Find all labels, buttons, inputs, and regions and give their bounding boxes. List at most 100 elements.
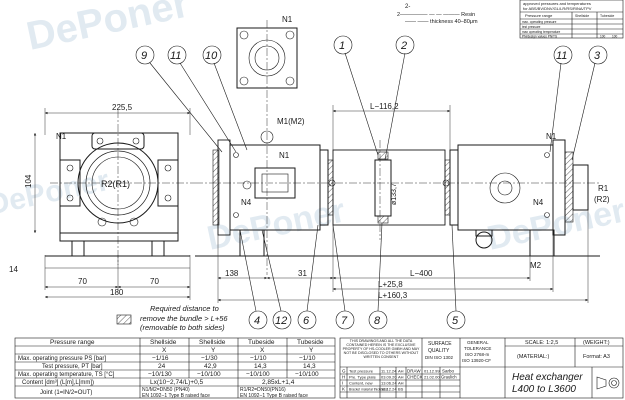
table-sub-shell-x: X [162,347,167,354]
dimensions-left [33,108,191,300]
table-row: K Bracket material thickness 18.12.24 BS [342,387,404,392]
svg-text:Pressure range: Pressure range [525,13,553,18]
svg-text:Max. operating pressure PS [ba: Max. operating pressure PS [bar] [18,356,106,362]
svg-text:Lx(10−2,74/L)+0,5: Lx(10−2,74/L)+0,5 [150,379,204,386]
joint-shell-text-1: N1/M2=DN50 (PN40) [142,387,190,393]
drawing-title: Heat exchanger L400 to L3600 [512,372,583,395]
table-header-shell-x: Shellside [150,339,177,346]
svg-text:H: H [342,375,345,380]
nozzle-r2r1-label: R2(R1) [101,179,130,189]
svg-text:BS: BS [398,387,404,392]
svg-text:max. operating pressure: max. operating pressure [522,20,557,24]
table-sub-tube-y: Y [309,347,314,354]
svg-text:14,3: 14,3 [303,363,316,370]
svg-text:7: 7 [341,315,348,327]
disclaimer: THIS DRAWINGS AND ALL THE DATA CONTAINED… [343,339,420,359]
svg-text:03.09.20: 03.09.20 [381,375,397,380]
svg-text:−10/100: −10/100 [295,371,319,378]
nozzle-n4-right: N4 [533,198,544,207]
svg-text:Content, new: Content, new [349,381,373,386]
svg-text:24: 24 [158,363,166,370]
svg-text:Content [dm³] (L[m],L[mm]): Content [dm³] (L[m],L[mm]) [22,380,94,386]
joint-tube-text-1: R1/R2=DN50(PN16) [240,387,286,393]
svg-text:−10/100: −10/100 [197,371,221,378]
table-header-tube-y: Tubeside [297,339,324,346]
approval-box: approved pressures and temperatures for … [519,0,624,39]
table-row: I Content, new 13.06.24 AH [342,381,404,386]
svg-text:AH: AH [398,375,404,380]
svg-text:Test pressure, PT [bar]: Test pressure, PT [bar] [42,364,103,370]
svg-text:11: 11 [556,50,567,62]
svg-text:AH: AH [398,381,404,386]
svg-text:I: I [342,381,343,386]
svg-text:01.12.99: 01.12.99 [424,369,440,374]
svg-text:Sarbo: Sarbo [442,369,455,374]
title-block [339,337,624,399]
svg-text:11: 11 [170,50,181,62]
table-header-range: Pressure range [50,339,95,346]
svg-text:−1/16: −1/16 [152,355,169,362]
svg-text:Bracket material thickness: Bracket material thickness [349,388,388,392]
table-row: Joint (1=IN/2=OUT) N1/M2=DN50 (PN40) EN … [40,387,308,399]
nozzle-n1-right: N1 [546,132,557,141]
callout-11-left: 11 [167,45,237,153]
svg-text:G: G [342,369,346,374]
svg-text:ISO 13920-CF: ISO 13920-CF [462,358,491,363]
callout-8: 8 [368,222,388,330]
svg-text:max operating temperature: max operating temperature [522,30,560,34]
svg-text:Pre. Type plate: Pre. Type plate [349,375,377,380]
svg-text:Max. operating temperature, TS: Max. operating temperature, TS [°C] [18,372,115,378]
dim-l-116-2: L−116,2 [370,102,399,111]
svg-text:Test pressure: Test pressure [349,369,374,374]
dim-138: 138 [225,269,239,278]
svg-text:100: 100 [612,35,618,39]
end-view-left [45,110,195,265]
svg-text:−10/130: −10/130 [148,371,172,378]
svg-text:QUALITY: QUALITY [428,348,450,354]
joint-shell-text-2: EN 1092−1 Type B raised face [142,393,210,399]
table-sub-tube-x: X [260,347,265,354]
svg-text:−1/10: −1/10 [250,355,267,362]
watermark: DePoner DePoner DePoner DePoner [0,0,625,258]
svg-text:3: 3 [594,50,601,62]
svg-text:DePoner: DePoner [0,164,112,222]
top-notes: 2- 2————— — — ——— Resin —— —— thickness … [397,4,478,25]
svg-text:12: 12 [275,315,287,327]
callout-1: 1 [333,35,379,156]
svg-text:K: K [342,387,345,392]
svg-text:remove the bundle > L+56: remove the bundle > L+56 [140,314,228,323]
callouts: 9 11 10 1 2 11 3 4 12 6 7 8 5 [135,35,608,330]
callout-12: 12 [261,229,292,330]
svg-text:21.02.00: 21.02.00 [424,375,440,380]
projection-symbol-icon [596,376,620,390]
svg-text:5: 5 [452,315,459,327]
nozzle-m1m2-label: M1(M2) [277,117,305,126]
table-row: Max. operating temperature, TS [°C] −10/… [18,371,319,378]
dim-104: 104 [24,174,33,188]
dim-l-160-3: L+160,3 [378,291,408,300]
svg-text:DRAW: DRAW [407,369,421,374]
callout-5: 5 [446,224,466,330]
svg-text:DIN ISO 1302: DIN ISO 1302 [425,355,454,360]
table-sub-shell-y: Y [211,347,216,354]
dim-14: 14 [9,265,18,274]
callout-9: 9 [135,45,223,153]
surface-quality: SURFACE QUALITY DIN ISO 1302 [425,341,454,360]
svg-text:Shellside: Shellside [575,14,589,18]
svg-text:2————— — — ——— Resin: 2————— — — ——— Resin [397,12,475,18]
revision-table: G Test pressure 11.12.24 AH DRAW 01.12.9… [342,369,457,392]
svg-text:8: 8 [374,315,381,327]
svg-text:Graulich: Graulich [441,375,457,380]
nozzle-r1-label: R1 [598,184,609,193]
callout-11-right: 11 [549,45,573,153]
nozzle-m2-label: M2 [530,261,542,270]
weight-label: (WEIGHT:) [583,340,610,346]
nozzle-n1-left: N1 [56,132,67,141]
svg-text:4: 4 [254,315,260,327]
svg-text:L400 to L3600: L400 to L3600 [512,384,576,395]
svg-text:13.06.24: 13.06.24 [381,381,397,386]
callout-6: 6 [297,224,319,330]
svg-text:—— —— thickness 40–80μm: —— —— thickness 40–80μm [405,19,478,25]
svg-text:test pressure: test pressure [522,25,541,29]
shell-diameter: ø133,7 [391,183,398,205]
